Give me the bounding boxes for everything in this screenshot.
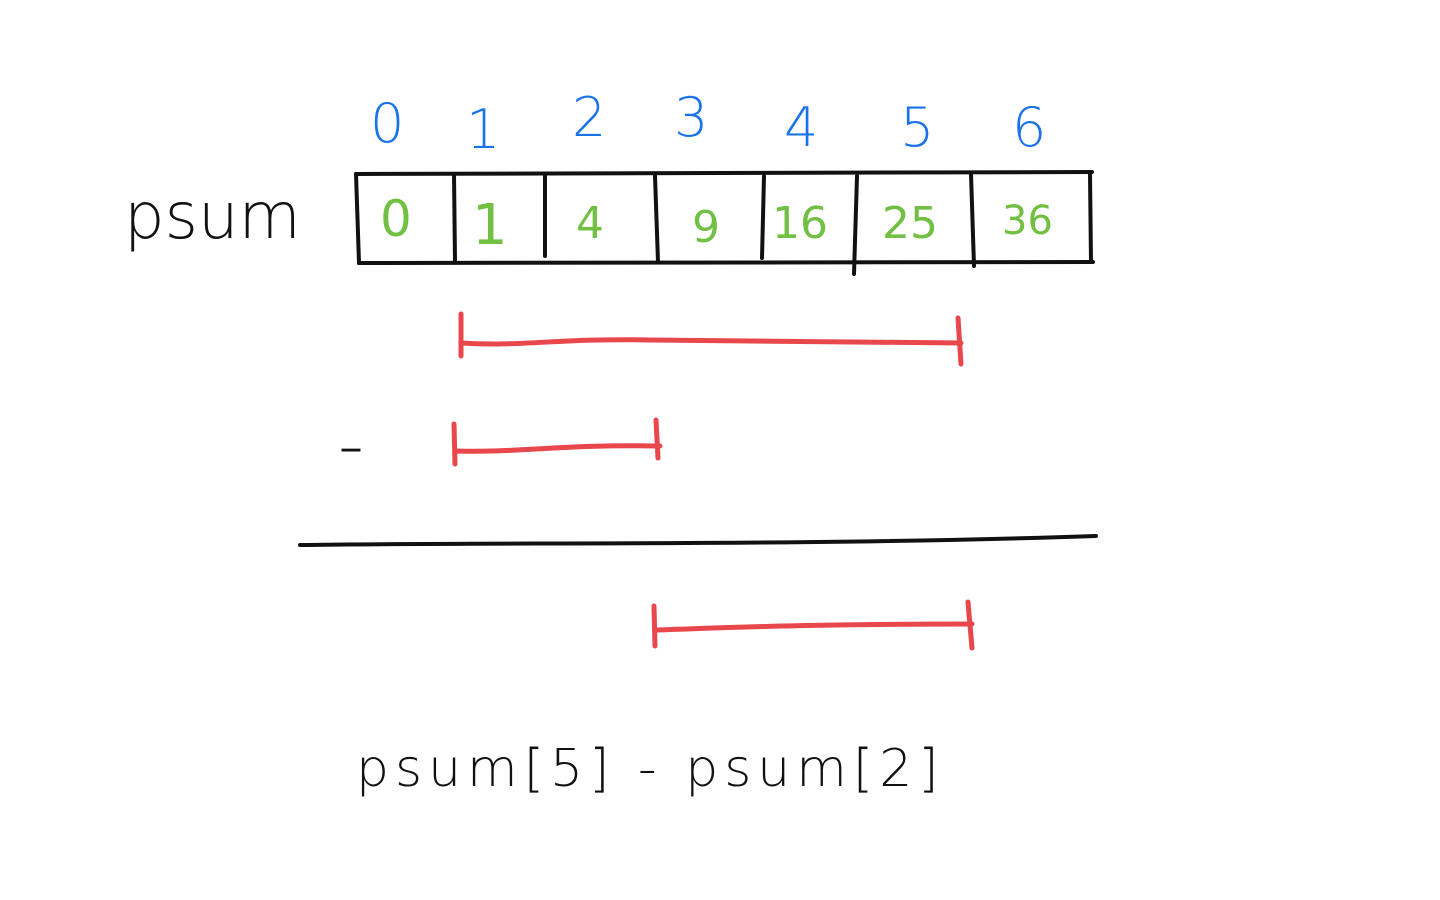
cell-value: 16	[772, 198, 828, 249]
cell-value: 9	[692, 202, 720, 253]
cell-value: 25	[882, 198, 938, 249]
minus-sign: -	[338, 403, 364, 487]
array-left-border	[354, 172, 361, 265]
cell-divider	[452, 172, 457, 264]
value-row: 0 1 4 9 16 25 36	[380, 190, 1053, 258]
subtraction-line	[298, 534, 1098, 547]
index-label: 2	[572, 86, 606, 149]
index-label: 6	[1012, 96, 1046, 159]
array-right-border	[1088, 172, 1093, 264]
formula-text: psum[5] - psum[2]	[356, 739, 945, 799]
array-box	[354, 170, 1095, 276]
array-label: psum	[124, 180, 301, 254]
cell-divider	[653, 174, 660, 264]
cell-value: 1	[472, 193, 508, 258]
array-bottom-border	[357, 260, 1095, 265]
index-label: 4	[784, 96, 818, 159]
cell-value: 36	[1002, 198, 1053, 244]
index-label: 3	[674, 86, 708, 149]
array-top-border	[354, 170, 1094, 176]
range-bracket-middle	[451, 417, 663, 467]
cell-divider	[760, 174, 766, 260]
index-label: 5	[900, 96, 934, 159]
range-bracket-result	[651, 599, 975, 651]
cell-value: 0	[380, 190, 412, 248]
index-label: 0	[370, 92, 404, 155]
cell-divider	[852, 174, 859, 276]
cell-divider	[969, 172, 976, 268]
range-bracket-top	[458, 311, 964, 367]
cell-value: 4	[576, 198, 604, 249]
index-row: 0 1 2 3 4 5 6	[370, 86, 1046, 161]
index-label: 1	[466, 98, 500, 161]
